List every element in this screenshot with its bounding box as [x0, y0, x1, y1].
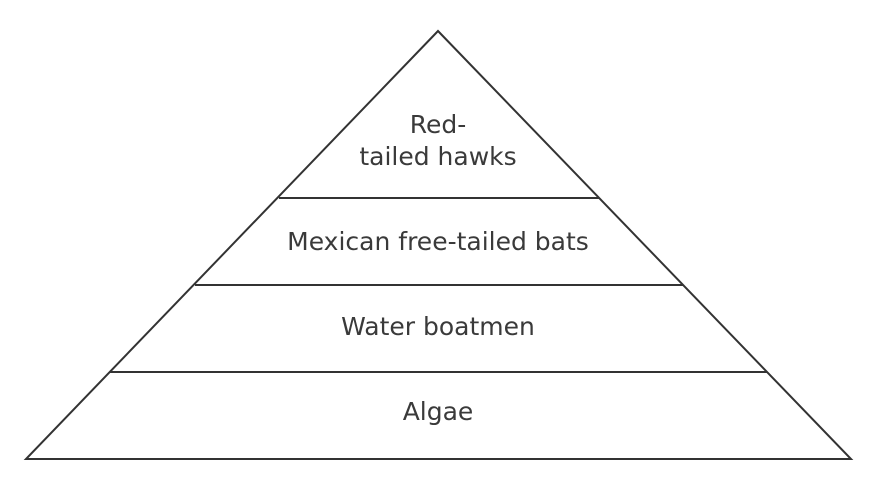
level-label-bottom: Algae: [403, 397, 474, 426]
level-label-second: Mexican free-tailed bats: [287, 227, 589, 256]
level-label-third: Water boatmen: [341, 312, 535, 341]
pyramid-outline: [23, 29, 854, 460]
level-label-top-line-1: Red-: [410, 110, 467, 139]
level-label-top-line-2: tailed hawks: [359, 142, 516, 171]
